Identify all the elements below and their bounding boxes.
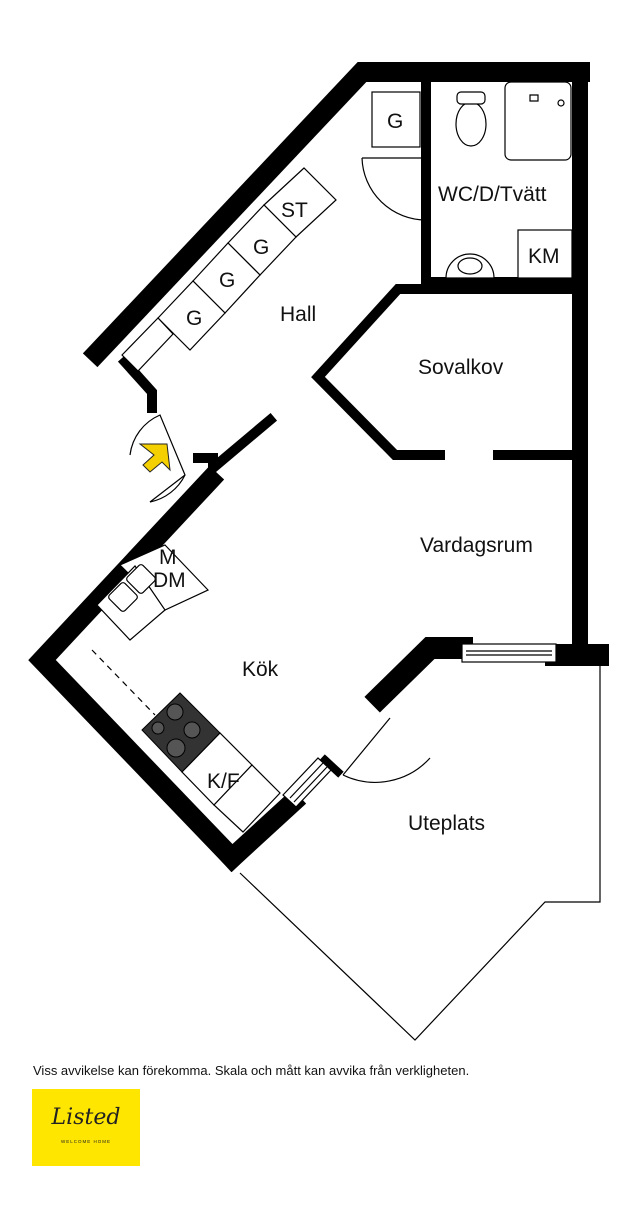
label-g2: G [219,269,235,292]
label-sovalkov: Sovalkov [418,356,504,379]
label-km: KM [528,245,560,268]
entry-arrow-icon [138,443,171,473]
wc-fixtures [445,81,573,279]
label-m: M [159,546,177,569]
label-kok: Kök [242,658,279,681]
uteplats-outline [239,660,601,1041]
label-hall: Hall [280,303,316,326]
label-wc: WC/D/Tvätt [438,183,547,206]
closets [121,91,421,372]
disclaimer-text: Viss avvikelse kan förekomma. Skala och … [33,1063,470,1078]
logo-tagline: WELCOME HOME [60,1139,111,1144]
label-g3: G [186,307,202,330]
label-vardagsrum: Vardagsrum [420,534,533,557]
logo-script: Listed [51,1105,121,1130]
label-uteplats: Uteplats [408,812,485,835]
label-kf: K/F [207,770,240,793]
window-vardagsrum [461,643,557,663]
walls [28,62,609,873]
kitchen-fixtures [91,544,210,716]
label-g1: G [253,236,269,259]
label-st: ST [281,199,308,222]
doors [129,157,431,783]
floor-plan: Hall WC/D/Tvätt Sovalkov Vardagsrum Kök … [28,62,609,1041]
window-kok [282,757,332,808]
label-g-top: G [387,110,403,133]
label-dm: DM [153,569,186,592]
listed-logo: Listed WELCOME HOME [32,1089,140,1166]
kitchen-cabinets [181,732,281,833]
